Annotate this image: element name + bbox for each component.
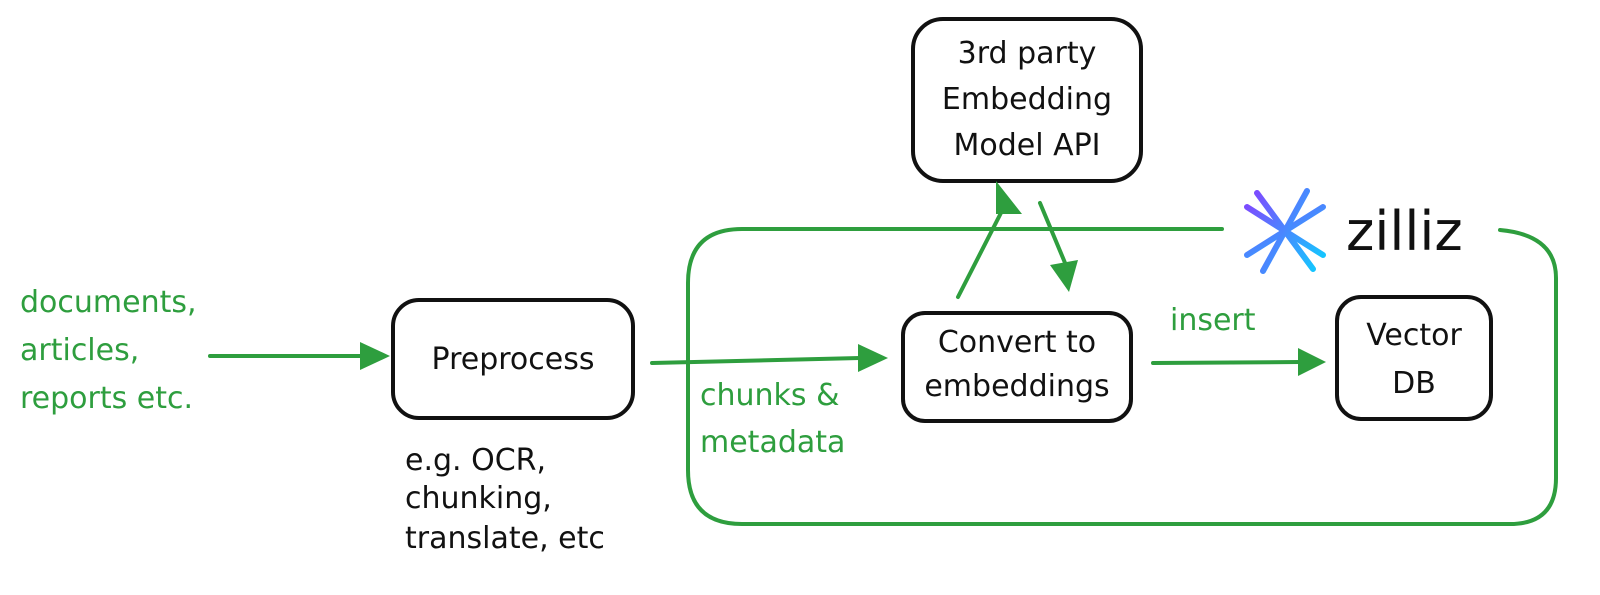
node-embedding-model-api[interactable]: 3rd party Embedding Model API [911,17,1143,183]
source-label: documents, articles, reports etc. [20,285,197,416]
source-label-line: documents, [20,285,197,320]
preprocess-note: e.g. OCR, chunking, translate, etc [405,443,605,556]
preprocess-note-line: translate, etc [405,521,605,556]
zilliz-logo-text: zilliz [1346,200,1463,263]
node-vector-db-label: Vector [1366,318,1462,353]
arrow-convert-to-vectordb [1151,348,1326,376]
zilliz-logo: zilliz [1236,182,1463,280]
node-embedding-api-label: Embedding [942,82,1112,117]
source-label-line: articles, [20,333,139,368]
edge-label-line: chunks & [700,378,839,413]
source-label-line: reports etc. [20,381,193,416]
node-embedding-api-label: 3rd party [958,36,1097,71]
edge-label-chunks-metadata: chunks & metadata [700,378,845,460]
node-vector-db-label: DB [1392,366,1436,401]
arrow-preprocess-to-convert [650,344,888,372]
arrow-source-to-preprocess [208,342,390,370]
preprocess-note-line: e.g. OCR, [405,443,546,478]
edge-label-line: metadata [700,425,845,460]
preprocess-note-line: chunking, [405,481,552,516]
node-embedding-api-label: Model API [953,128,1100,163]
zilliz-group-border [686,227,1558,526]
node-preprocess-label: Preprocess [432,342,595,377]
node-preprocess[interactable]: Preprocess [391,298,635,420]
node-convert-label: embeddings [924,369,1109,404]
arrow-convert-to-api [956,181,1022,299]
node-convert-to-embeddings[interactable]: Convert to embeddings [901,311,1133,423]
edge-label-insert: insert [1170,303,1256,338]
node-vector-db[interactable]: Vector DB [1335,295,1493,421]
arrow-api-to-convert [1038,201,1078,292]
node-convert-label: Convert to [938,325,1096,360]
zilliz-star-icon [1236,182,1334,280]
